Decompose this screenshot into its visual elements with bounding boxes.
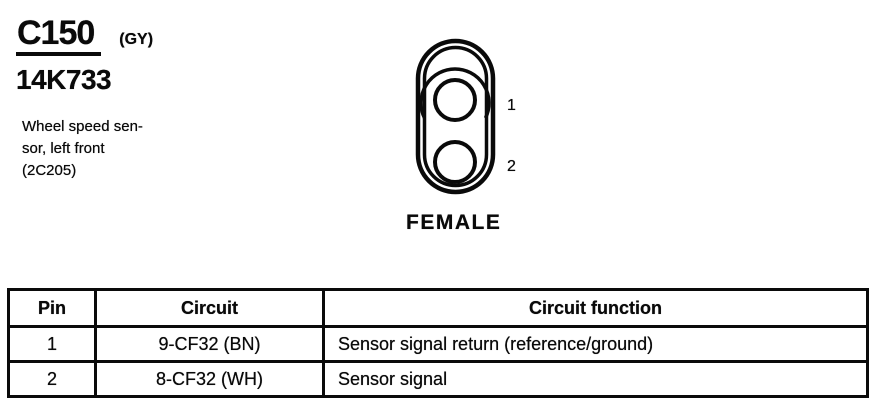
- pin-1-cavity: [433, 78, 477, 122]
- connector-drawing: 1 2: [415, 38, 516, 195]
- circuit-cell: 8-CF32 (WH): [94, 360, 325, 398]
- pin-2-label: 2: [507, 158, 516, 175]
- pin-cell: 1: [7, 325, 97, 363]
- table-row: 2 8-CF32 (WH) Sensor signal: [7, 360, 869, 398]
- pin-cell: 2: [7, 360, 97, 398]
- connector-id-row: C150 (GY): [16, 16, 153, 57]
- pin-2-cavity: [433, 140, 477, 184]
- connector-keyway-arc: [419, 67, 491, 119]
- column-header-pin: Pin: [7, 288, 97, 328]
- column-header-circuit: Circuit: [94, 288, 325, 328]
- description-line: Wheel speed sen-: [22, 118, 143, 135]
- table-row: 1 9-CF32 (BN) Sensor signal return (refe…: [7, 325, 869, 363]
- connector-outer-shell: [415, 38, 496, 195]
- pinout-table: Pin Circuit Circuit function 1 9-CF32 (B…: [7, 288, 869, 398]
- connector-id: C150: [16, 16, 102, 56]
- connector-gender-label: FEMALE: [406, 211, 502, 234]
- connector-description: Wheel speed sen- sor, left front (2C205): [22, 116, 143, 182]
- pin-1-label: 1: [507, 97, 516, 114]
- description-line: sor, left front: [22, 140, 105, 157]
- circuit-function-cell: Sensor signal return (reference/ground): [322, 325, 869, 363]
- circuit-function-cell: Sensor signal: [322, 360, 869, 398]
- description-line: (2C205): [22, 162, 77, 179]
- column-header-circuit-function: Circuit function: [322, 288, 869, 328]
- connector-color-code: (GY): [119, 31, 154, 48]
- pinout-header-row: Pin Circuit Circuit function: [7, 288, 869, 328]
- part-number: 14K733: [16, 64, 112, 95]
- circuit-cell: 9-CF32 (BN): [94, 325, 325, 363]
